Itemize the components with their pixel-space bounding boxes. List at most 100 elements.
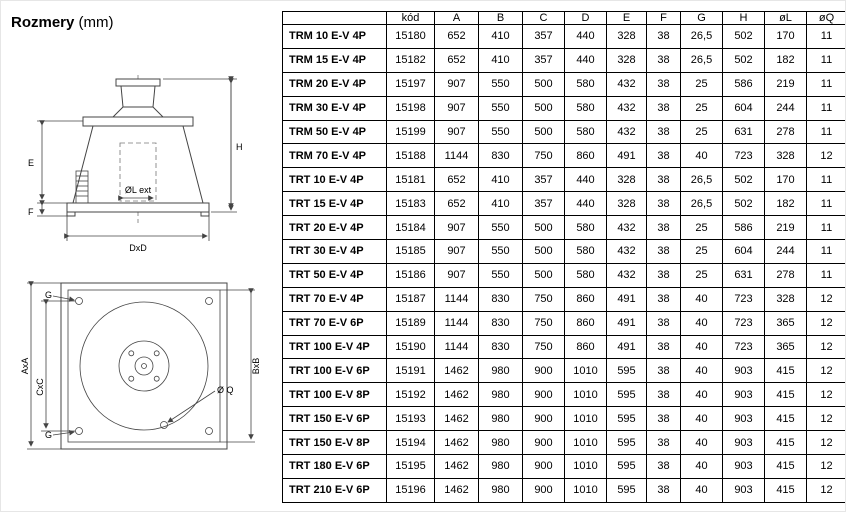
value-cell-e: 432 (606, 215, 647, 241)
model-cell: TRM 50 E-V 4P (282, 119, 387, 145)
value-cell-c: 900 (522, 454, 565, 479)
value-cell-ol: 328 (764, 143, 807, 169)
value-cell-b: 550 (478, 215, 523, 241)
value-cell-c: 900 (522, 430, 565, 456)
value-cell-a: 907 (434, 215, 479, 241)
value-cell-c: 750 (522, 334, 565, 360)
fan-side-outline (66, 75, 210, 223)
value-cell-h: 502 (722, 167, 765, 193)
value-cell-h: 903 (722, 358, 765, 384)
value-cell-ol: 415 (764, 430, 807, 456)
fan-top-outline (60, 282, 228, 450)
value-cell-ol: 278 (764, 262, 807, 288)
value-cell-ol: 219 (764, 215, 807, 241)
value-cell-a: 907 (434, 262, 479, 288)
header-e: E (606, 11, 647, 25)
value-cell-ol: 219 (764, 71, 807, 97)
value-cell-e: 595 (606, 477, 647, 504)
value-cell-d: 1010 (564, 406, 607, 432)
value-cell-b: 410 (478, 47, 523, 73)
value-cell-ol: 365 (764, 334, 807, 360)
value-cell-c: 900 (522, 477, 565, 504)
value-cell-a: 1462 (434, 430, 479, 456)
value-cell-g: 40 (680, 477, 723, 504)
value-cell-f: 38 (646, 143, 681, 169)
value-cell-c: 750 (522, 143, 565, 169)
value-cell-c: 900 (522, 382, 565, 408)
value-cell-kod: 15195 (386, 454, 435, 479)
value-cell-g: 26,5 (680, 167, 723, 193)
value-cell-a: 652 (434, 191, 479, 217)
model-cell: TRT 100 E-V 4P (282, 334, 387, 360)
value-cell-f: 38 (646, 406, 681, 432)
value-cell-b: 980 (478, 406, 523, 432)
value-cell-oq: 12 (806, 382, 845, 408)
value-cell-c: 900 (522, 406, 565, 432)
value-cell-c: 357 (522, 47, 565, 73)
value-cell-b: 550 (478, 71, 523, 97)
value-cell-f: 38 (646, 477, 681, 504)
value-cell-g: 25 (680, 215, 723, 241)
value-cell-oq: 11 (806, 215, 845, 241)
value-cell-oq: 11 (806, 47, 845, 73)
value-cell-d: 860 (564, 143, 607, 169)
label-h: H (236, 142, 243, 152)
value-cell-a: 1462 (434, 382, 479, 408)
value-cell-f: 38 (646, 47, 681, 73)
value-cell-d: 1010 (564, 430, 607, 456)
value-cell-h: 502 (722, 47, 765, 73)
value-cell-g: 40 (680, 454, 723, 479)
value-cell-f: 38 (646, 286, 681, 312)
value-cell-a: 1462 (434, 477, 479, 504)
value-cell-f: 38 (646, 310, 681, 336)
value-cell-d: 580 (564, 71, 607, 97)
model-cell: TRT 70 E-V 4P (282, 286, 387, 312)
value-cell-e: 595 (606, 406, 647, 432)
value-cell-a: 907 (434, 239, 479, 264)
value-cell-ol: 182 (764, 47, 807, 73)
value-cell-oq: 12 (806, 334, 845, 360)
value-cell-oq: 11 (806, 119, 845, 145)
value-cell-g: 40 (680, 358, 723, 384)
value-cell-d: 580 (564, 119, 607, 145)
header-a: A (434, 11, 479, 25)
value-cell-a: 907 (434, 71, 479, 97)
value-cell-e: 491 (606, 286, 647, 312)
model-cell: TRT 100 E-V 6P (282, 358, 387, 384)
value-cell-c: 357 (522, 167, 565, 193)
value-cell-a: 1144 (434, 310, 479, 336)
value-cell-h: 604 (722, 95, 765, 121)
value-cell-b: 830 (478, 334, 523, 360)
value-cell-a: 1144 (434, 143, 479, 169)
value-cell-g: 25 (680, 119, 723, 145)
model-cell: TRT 150 E-V 8P (282, 430, 387, 456)
value-cell-f: 38 (646, 71, 681, 97)
top-view-drawing: G G AxA CxC BxB Ø Q (20, 281, 261, 450)
value-cell-e: 328 (606, 24, 647, 49)
side-view-drawing: H E F ØL ext DxD (28, 75, 243, 253)
value-cell-g: 25 (680, 95, 723, 121)
value-cell-f: 38 (646, 119, 681, 145)
value-cell-oq: 12 (806, 406, 845, 432)
value-cell-g: 25 (680, 239, 723, 264)
mount-hole (205, 297, 213, 305)
value-cell-h: 604 (722, 239, 765, 264)
value-cell-d: 860 (564, 286, 607, 312)
louver-stack (75, 170, 89, 204)
value-cell-kod: 15196 (386, 477, 435, 504)
value-cell-kod: 15182 (386, 47, 435, 73)
value-cell-oq: 12 (806, 454, 845, 479)
value-cell-f: 38 (646, 95, 681, 121)
label-g-bottom: G (45, 430, 52, 440)
value-cell-c: 357 (522, 24, 565, 49)
value-cell-ol: 365 (764, 310, 807, 336)
value-cell-d: 860 (564, 334, 607, 360)
